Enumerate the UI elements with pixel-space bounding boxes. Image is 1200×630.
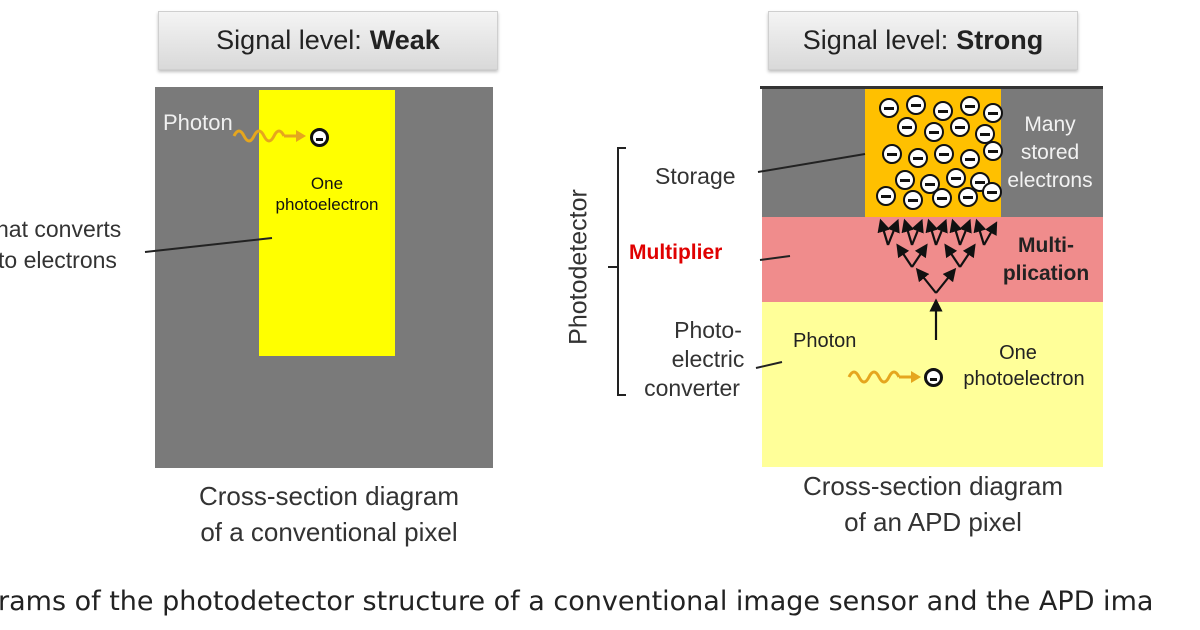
multi-label-line2: plication [1002, 262, 1090, 285]
electron-icon [934, 144, 954, 164]
left-one-label: One [310, 174, 344, 193]
electron-icon [960, 149, 980, 169]
electron-icon [908, 148, 928, 168]
left-side-label-line1: hat converts [0, 216, 122, 242]
left-photon-label: Photon [163, 110, 233, 135]
signal-level-label: Signal level: [802, 25, 949, 55]
photo-converter-line2: electric [671, 346, 745, 372]
multiplier-label: Multiplier [629, 241, 723, 264]
electron-icon [903, 190, 923, 210]
right-photon-wave-icon [847, 370, 921, 384]
right-one-label: One [999, 342, 1037, 364]
electron-icon [950, 117, 970, 137]
right-caption-line2: of an APD pixel [844, 507, 1022, 537]
photo-converter-line3: converter [644, 375, 740, 401]
signal-level-strong-box: Signal level: Strong [768, 11, 1078, 70]
electron-icon [924, 122, 944, 142]
left-photon-wave-icon [232, 129, 306, 143]
signal-level-value: Strong [956, 25, 1044, 55]
electron-icon [933, 101, 953, 121]
photodetector-label: Photodetector [564, 189, 593, 345]
multi-label-line1: Multi- [1018, 234, 1074, 257]
electron-icon [982, 182, 1002, 202]
electron-icon [876, 186, 896, 206]
storage-label: Storage [655, 163, 736, 189]
left-photoelectron-icon [310, 128, 329, 147]
photo-converter-line1: Photo- [674, 317, 742, 343]
electron-icon [960, 96, 980, 116]
signal-level-weak-box: Signal level: Weak [158, 11, 498, 70]
signal-level-label: Signal level: [216, 25, 362, 55]
left-side-label-line2: to electrons [0, 247, 117, 273]
right-photoelectron-label: photoelectron [963, 368, 1085, 390]
figure-caption: rams of the photodetector structure of a… [0, 586, 1154, 617]
electron-icon [879, 98, 899, 118]
electron-icon [897, 117, 917, 137]
electron-icon [983, 141, 1003, 161]
apd-top-edge [760, 86, 1103, 89]
electron-icon [958, 187, 978, 207]
many-label-line1: Many [1024, 113, 1076, 136]
apd-pointer-lines [755, 153, 866, 369]
multiplication-arrows [877, 218, 998, 340]
many-label-line2: stored [1020, 141, 1080, 164]
electron-icon [895, 170, 915, 190]
signal-level-value: Weak [369, 25, 440, 55]
right-caption-line1: Cross-section diagram [802, 471, 1064, 501]
electron-icon [946, 168, 966, 188]
left-caption-line1: Cross-section diagram [198, 481, 460, 511]
electron-icon [932, 188, 952, 208]
electron-icon [983, 103, 1003, 123]
photodetector-bracket [608, 147, 626, 396]
electron-icon [882, 144, 902, 164]
electron-icon [906, 95, 926, 115]
left-caption-line2: of a conventional pixel [200, 517, 458, 547]
right-photoelectron-icon [924, 368, 943, 387]
left-photoelectron-label: photoelectron [275, 195, 379, 214]
right-photon-label: Photon [793, 330, 857, 352]
left-pointer-line [144, 237, 273, 253]
many-label-line3: electrons [1007, 169, 1093, 192]
